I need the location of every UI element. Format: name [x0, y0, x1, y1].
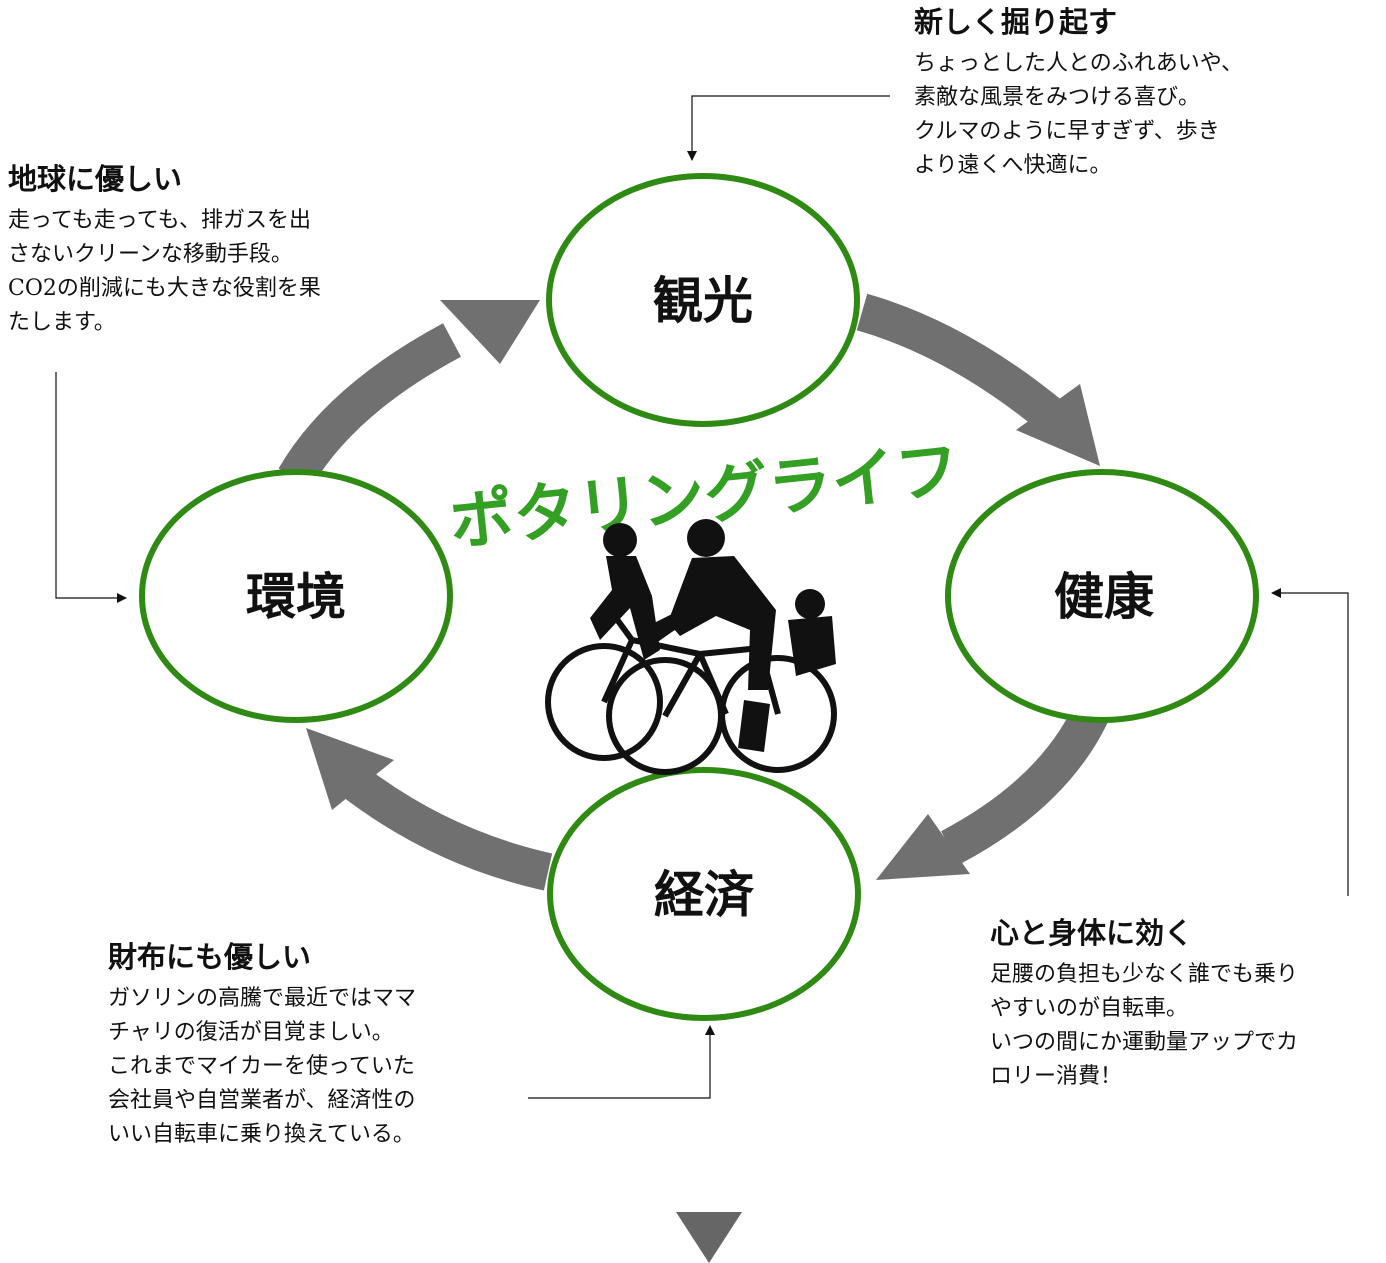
- annotation-line: ロリー消費！: [990, 1064, 1123, 1089]
- annotation-line: 走っても走っても、排ガスを出: [8, 208, 311, 233]
- annotation-health-body: 足腰の負担も少なく誰でも乗り やすいのが自転車。 いつの間にか運動量アップでカ …: [990, 958, 1382, 1094]
- annotation-environment: 地球に優しい 走っても走っても、排ガスを出 さないクリーンな移動手段。 CO2の…: [8, 160, 408, 340]
- annotation-line: いつの間にか運動量アップでカ: [990, 1030, 1299, 1055]
- annotation-environment-body: 走っても走っても、排ガスを出 さないクリーンな移動手段。 CO2の削減にも大きな…: [8, 204, 408, 340]
- connector-tourism: [687, 95, 890, 161]
- node-health: 健康: [945, 469, 1259, 723]
- down-triangle-icon: [676, 1212, 742, 1263]
- annotation-line: CO2の削減にも大きな役割を果: [8, 276, 321, 301]
- connector-environment: [55, 372, 127, 603]
- annotation-line: 素敵な風景をみつける喜び。: [914, 85, 1201, 110]
- node-environment: 環境: [139, 469, 453, 723]
- arrow-health-to-economy: [876, 694, 1114, 880]
- node-health-label: 健康: [1054, 568, 1154, 626]
- connector-health: [1271, 588, 1349, 896]
- annotation-health-heading: 心と身体に効く: [990, 916, 1194, 950]
- annotation-line: クルマのように早すぎず、歩き: [914, 119, 1220, 144]
- annotation-line: いい自転車に乗り換えている。: [108, 1122, 415, 1147]
- annotation-tourism: 新しく掘り起す ちょっとした人とのふれあいや、 素敵な風景をみつける喜び。 クル…: [914, 3, 1384, 183]
- annotation-tourism-body: ちょっとした人とのふれあいや、 素敵な風景をみつける喜び。 クルマのように早すぎ…: [914, 47, 1384, 183]
- node-tourism: 観光: [546, 173, 860, 427]
- annotation-line: やすいのが自転車。: [990, 996, 1189, 1021]
- node-tourism-label: 観光: [653, 272, 753, 330]
- connector-lines: [55, 95, 1349, 1099]
- annotation-line: 会社員や自営業者が、経済性の: [108, 1088, 416, 1113]
- annotation-line: 足腰の負担も少なく誰でも乗り: [990, 962, 1299, 987]
- annotation-line: さないクリーンな移動手段。: [8, 242, 293, 267]
- annotation-health: 心と身体に効く 足腰の負担も少なく誰でも乗り やすいのが自転車。 いつの間にか運…: [990, 914, 1382, 1094]
- annotation-economy: 財布にも優しい ガソリンの高騰で最近ではママ チャリの復活が目覚ましい。 これま…: [108, 938, 528, 1152]
- arrow-environment-to-tourism: [278, 300, 540, 488]
- tandem-bicycle-icon: [545, 519, 837, 775]
- node-economy-label: 経済: [654, 866, 755, 924]
- node-economy: 経済: [547, 767, 861, 1021]
- annotation-line: チャリの復活が目覚ましい。: [108, 1020, 394, 1045]
- annotation-economy-body: ガソリンの高騰で最近ではママ チャリの復活が目覚ましい。 これまでマイカーを使っ…: [108, 982, 528, 1152]
- annotation-line: より遠くへ快適に。: [914, 153, 1112, 178]
- annotation-line: ガソリンの高騰で最近ではママ: [108, 986, 417, 1011]
- arrow-economy-to-environment: [306, 728, 553, 891]
- annotation-economy-heading: 財布にも優しい: [108, 940, 312, 974]
- annotation-environment-heading: 地球に優しい: [8, 162, 183, 196]
- annotation-line: これまでマイカーを使っていた: [108, 1054, 415, 1079]
- annotation-line: ちょっとした人とのふれあいや、: [914, 51, 1244, 76]
- annotation-line: たします。: [8, 310, 116, 335]
- annotation-tourism-heading: 新しく掘り起す: [914, 5, 1118, 39]
- arrow-tourism-to-health: [856, 293, 1100, 466]
- node-environment-label: 環境: [246, 568, 346, 626]
- cycle-arrows: [278, 293, 1114, 891]
- connector-economy: [528, 1025, 715, 1099]
